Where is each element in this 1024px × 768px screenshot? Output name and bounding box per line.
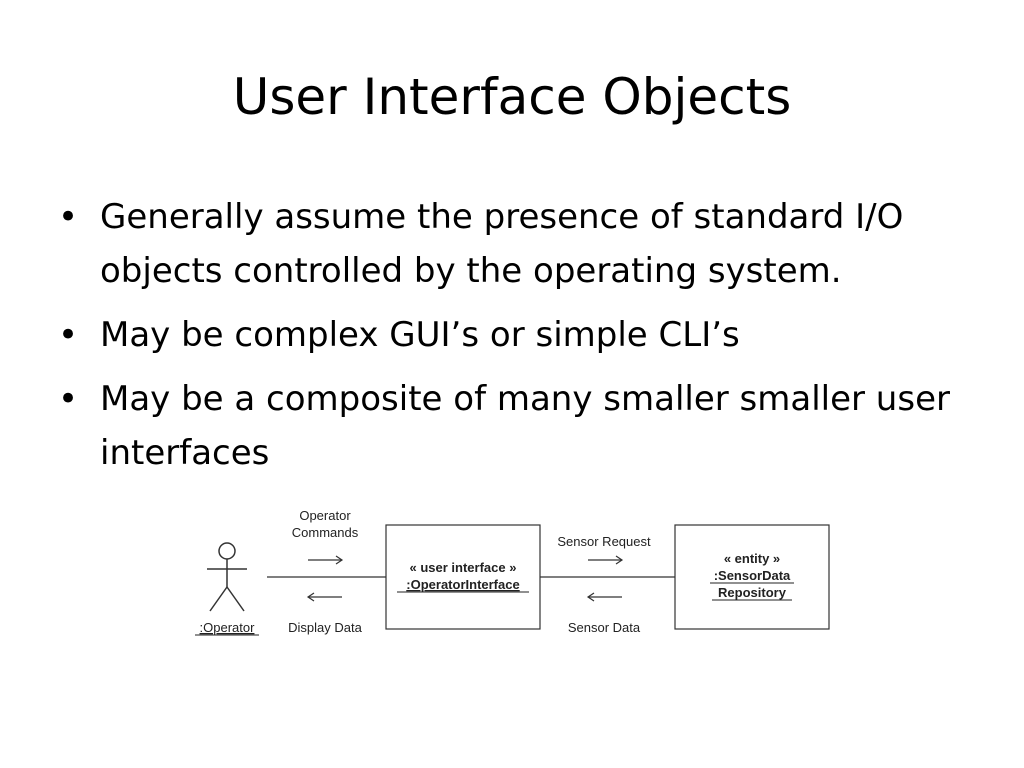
repository-stereotype: « entity » [724, 551, 780, 566]
bullet-text-3: May be a composite of many smaller small… [100, 379, 950, 473]
bullet-text-1: Generally assume the presence of standar… [100, 197, 904, 291]
communication-diagram: :Operator Operator Commands Display Data… [190, 505, 840, 645]
repository-name-2: Repository [718, 585, 787, 600]
slide-title: User Interface Objects [232, 68, 792, 126]
arrow-right-icon [588, 555, 624, 565]
bullet-icon: • [58, 379, 79, 419]
bullet-icon: • [58, 197, 79, 237]
actor-label: :Operator [200, 620, 256, 635]
repository-name-1: :SensorData [714, 568, 791, 583]
arrow-left-icon [306, 592, 342, 602]
display-data-label: Display Data [288, 620, 362, 635]
sensor-data-repository-box [674, 524, 830, 630]
bullet-text-2: May be complex GUI’s or simple CLI’s [100, 315, 740, 355]
bullet-list: • Generally assume the presence of stand… [58, 190, 980, 490]
actor-icon [207, 542, 247, 612]
operator-interface-box [385, 524, 541, 630]
operator-commands-label-2: Commands [292, 525, 359, 540]
operator-commands-label-1: Operator [299, 508, 351, 523]
sensor-request-label: Sensor Request [557, 534, 651, 549]
arrow-left-icon [586, 592, 622, 602]
sensor-data-label: Sensor Data [568, 620, 641, 635]
bullet-item-3: • May be a composite of many smaller sma… [58, 372, 980, 480]
bullet-icon: • [58, 315, 79, 355]
bullet-item-1: • Generally assume the presence of stand… [58, 190, 980, 298]
operator-interface-name: :OperatorInterface [406, 577, 519, 592]
arrow-right-icon [308, 555, 344, 565]
operator-interface-stereotype: « user interface » [410, 560, 517, 575]
bullet-item-2: • May be complex GUI’s or simple CLI’s [58, 308, 980, 362]
